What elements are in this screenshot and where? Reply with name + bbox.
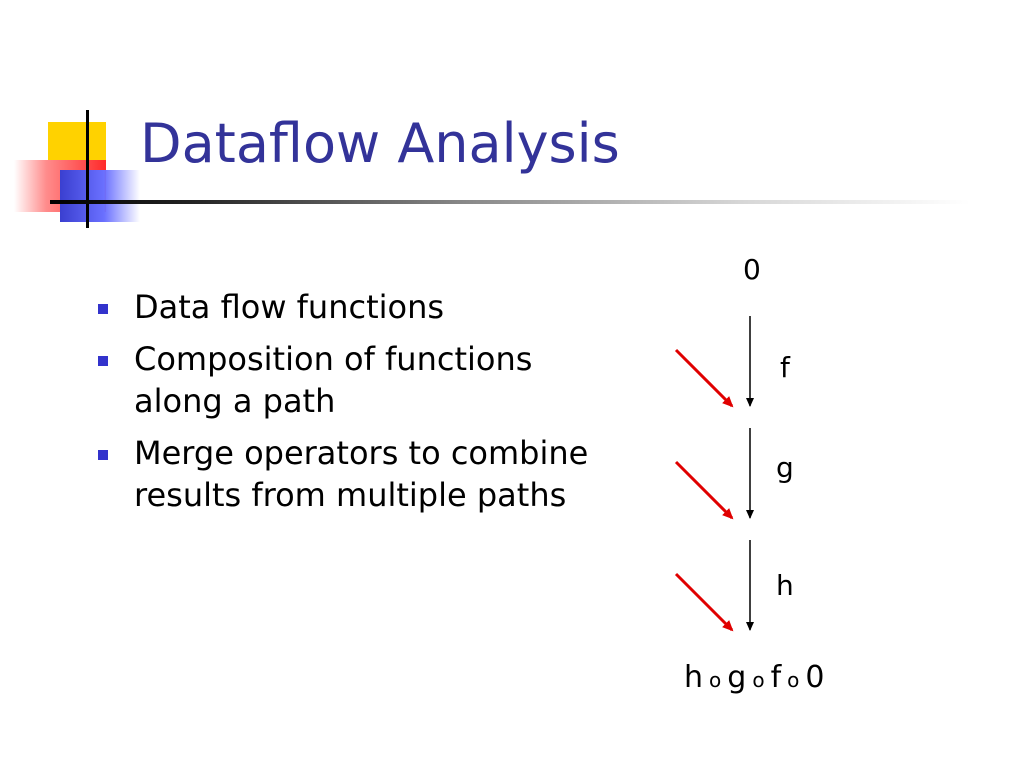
bullet-text: Composition of functions along a path <box>134 340 533 420</box>
function-label-g: g <box>776 451 794 484</box>
incoming-arrow-g <box>674 460 734 520</box>
bullet-list: Data flow functions Composition of funct… <box>96 286 596 526</box>
bullet-square-icon <box>98 356 108 366</box>
start-value-label: 0 <box>743 253 761 286</box>
composition-operator: o <box>709 668 722 692</box>
slide-title: Dataflow Analysis <box>140 112 620 175</box>
decor-blue-gradient <box>60 170 140 222</box>
bullet-item: Data flow functions <box>96 286 596 328</box>
title-underline <box>50 200 970 204</box>
composition-term: f <box>770 660 782 695</box>
composition-term: g <box>727 660 747 695</box>
composition-term: h <box>684 660 704 695</box>
bullet-text: Merge operators to combine results from … <box>134 434 589 514</box>
composition-operator: o <box>752 668 765 692</box>
bullet-square-icon <box>98 304 108 314</box>
bullet-item: Merge operators to combine results from … <box>96 432 596 516</box>
bullet-text: Data flow functions <box>134 288 445 326</box>
bullet-item: Composition of functions along a path <box>96 338 596 422</box>
bullet-square-icon <box>98 450 108 460</box>
decor-vertical-line <box>86 110 89 228</box>
incoming-arrow-h <box>674 572 734 632</box>
incoming-arrow-f <box>674 348 734 408</box>
function-label-h: h <box>776 569 794 602</box>
composition-operator: o <box>787 668 800 692</box>
function-label-f: f <box>780 351 790 384</box>
composition-term: 0 <box>805 660 825 695</box>
